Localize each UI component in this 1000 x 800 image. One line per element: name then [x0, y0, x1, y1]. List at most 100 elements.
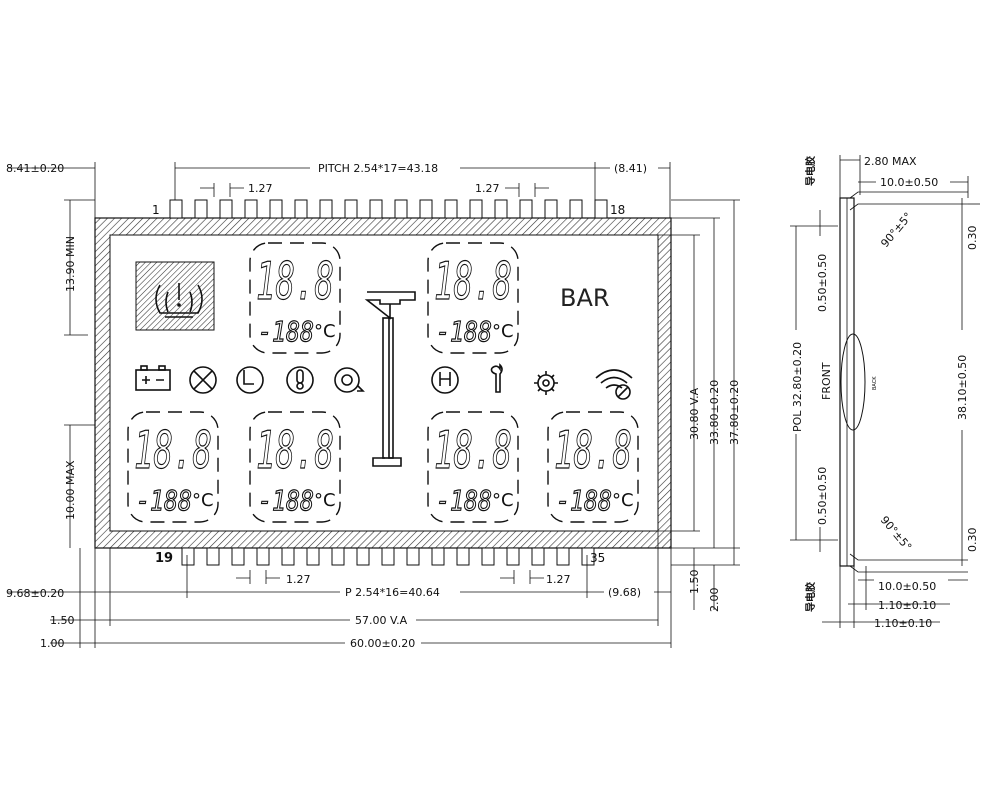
- pin-label-35: 35: [590, 551, 605, 565]
- digit-large: 18.8: [256, 421, 334, 481]
- lamp-x-icon: [189, 366, 217, 394]
- top-pin: [569, 199, 583, 219]
- lcd-front-view: 1 18 19 35 18.8-188°C18.8-188°C18.8-188°…: [6, 161, 741, 650]
- bottom-pin: [406, 547, 420, 566]
- lcd-side-view: 2.80 MAX 10.0±0.50 90°±5° 90°±5° 0.30 0.…: [789, 155, 980, 630]
- bottom-pin: [356, 547, 370, 566]
- top-pin: [219, 199, 233, 219]
- digit-group: 18.8-188°C: [249, 242, 341, 354]
- digit-small: -188: [436, 315, 492, 348]
- side-angle-top: 90°±5°: [878, 210, 914, 250]
- pitch-bottom-spacing-right: 1.27: [546, 573, 571, 586]
- digit-small: -188: [436, 484, 492, 517]
- digit-group: 18.8-188°C: [427, 411, 519, 523]
- pitch-top-spacing-right: 1.27: [475, 182, 500, 195]
- bottom-pin: [456, 547, 470, 566]
- top-pin: [319, 199, 333, 219]
- va-height-text: 30.80 V.A: [688, 387, 701, 440]
- top-pin: [344, 199, 358, 219]
- tire-pressure-icon: [135, 261, 215, 331]
- fan-icon: [334, 367, 365, 393]
- digit-large: 18.8: [434, 421, 512, 481]
- pitch-top-text: PITCH 2.54*17=43.18: [318, 162, 438, 175]
- hold-h-icon: [431, 366, 459, 394]
- side-dim-050-bottom: 0.50±0.50: [816, 467, 829, 525]
- bottom-pin: [281, 547, 295, 566]
- side-bulge: [840, 333, 866, 431]
- top-pin: [594, 199, 608, 219]
- pitch-bottom-offset: (9.68): [608, 586, 641, 599]
- top-pin: [194, 199, 208, 219]
- side-cn-label-top: 导电胶: [804, 156, 817, 186]
- center-gauge-icon: [364, 291, 416, 467]
- dim-200-right: 2.00: [708, 588, 721, 613]
- top-pin: [419, 199, 433, 219]
- pin-label-1: 1: [152, 203, 160, 217]
- top-pin: [294, 199, 308, 219]
- celsius-unit: °C: [314, 490, 336, 511]
- bottom-pin: [531, 547, 545, 566]
- clock-icon: [236, 366, 264, 394]
- bottom-pin: [231, 547, 245, 566]
- top-pin: [444, 199, 458, 219]
- digit-large: 18.8: [554, 421, 632, 481]
- bottom-pin: [181, 547, 195, 566]
- top-pin: [469, 199, 483, 219]
- min-height-text: 13.90 MIN: [64, 236, 77, 292]
- digit-group: 18.8-188°C: [127, 411, 219, 523]
- height-378-text: 37.80±0.20: [728, 380, 741, 445]
- front-dimensions: PITCH 2.54*17=43.18 (8.41) 8.41±0.20 1.2…: [6, 161, 741, 650]
- digit-small: -188: [258, 315, 314, 348]
- side-dim-030-top: 0.30: [966, 226, 979, 251]
- va-width-text: 57.00 V.A: [355, 614, 408, 627]
- digit-groups: 18.8-188°C18.8-188°C18.8-188°C18.8-188°C…: [127, 242, 639, 523]
- wifi-signal-icon: [595, 369, 633, 400]
- battery-icon: [135, 365, 171, 391]
- digit-group-outline: [249, 411, 341, 523]
- digit-group-outline: [427, 411, 519, 523]
- top-pin: [269, 199, 283, 219]
- top-pin: [369, 199, 383, 219]
- digit-group: 18.8-188°C: [249, 411, 341, 523]
- side-dim-030-bottom: 0.30: [966, 528, 979, 553]
- top-pin: [169, 199, 183, 219]
- bottom-pin: [206, 547, 220, 566]
- top-pin: [519, 199, 533, 219]
- bottom-pin: [306, 547, 320, 566]
- digit-large: 18.8: [256, 252, 334, 312]
- digit-small: -188: [136, 484, 192, 517]
- digit-group: 18.8-188°C: [547, 411, 639, 523]
- pitch-top-offset: (8.41): [614, 162, 647, 175]
- side-dim-10-bottom: 10.0±0.50: [878, 580, 936, 593]
- bar-label: BAR: [560, 284, 610, 312]
- top-pin: [494, 199, 508, 219]
- top-pin: [244, 199, 258, 219]
- side-back-label: BACK: [872, 376, 878, 390]
- bottom-pin: [331, 547, 345, 566]
- bottom-pin: [506, 547, 520, 566]
- celsius-unit: °C: [192, 490, 214, 511]
- side-dim-10-top: 10.0±0.50: [880, 176, 938, 189]
- total-width-text: 60.00±0.20: [350, 637, 415, 650]
- side-angle-bottom: 90°±5°: [878, 514, 914, 554]
- digit-group-outline: [249, 242, 341, 354]
- side-dim-110-a: 1.10±0.10: [878, 599, 936, 612]
- celsius-unit: °C: [492, 321, 514, 342]
- celsius-unit: °C: [314, 321, 336, 342]
- side-cn-label-bottom: 导电胶: [804, 582, 817, 612]
- top-pin: [394, 199, 408, 219]
- dim-150-right: 1.50: [688, 570, 701, 595]
- side-height-total: 38.10±0.50: [956, 355, 969, 420]
- top-pins: [169, 199, 608, 219]
- bottom-pins: [181, 547, 595, 566]
- bottom-pin: [381, 547, 395, 566]
- bottom-pin: [256, 547, 270, 566]
- digit-group-outline: [547, 411, 639, 523]
- pitch-top-spacing-left: 1.27: [248, 182, 273, 195]
- dim-100-left: 1.00: [40, 637, 65, 650]
- celsius-unit: °C: [492, 490, 514, 511]
- digit-group: 18.8-188°C: [427, 242, 519, 354]
- wrench-icon: [490, 363, 503, 393]
- side-front-label: FRONT: [820, 362, 833, 400]
